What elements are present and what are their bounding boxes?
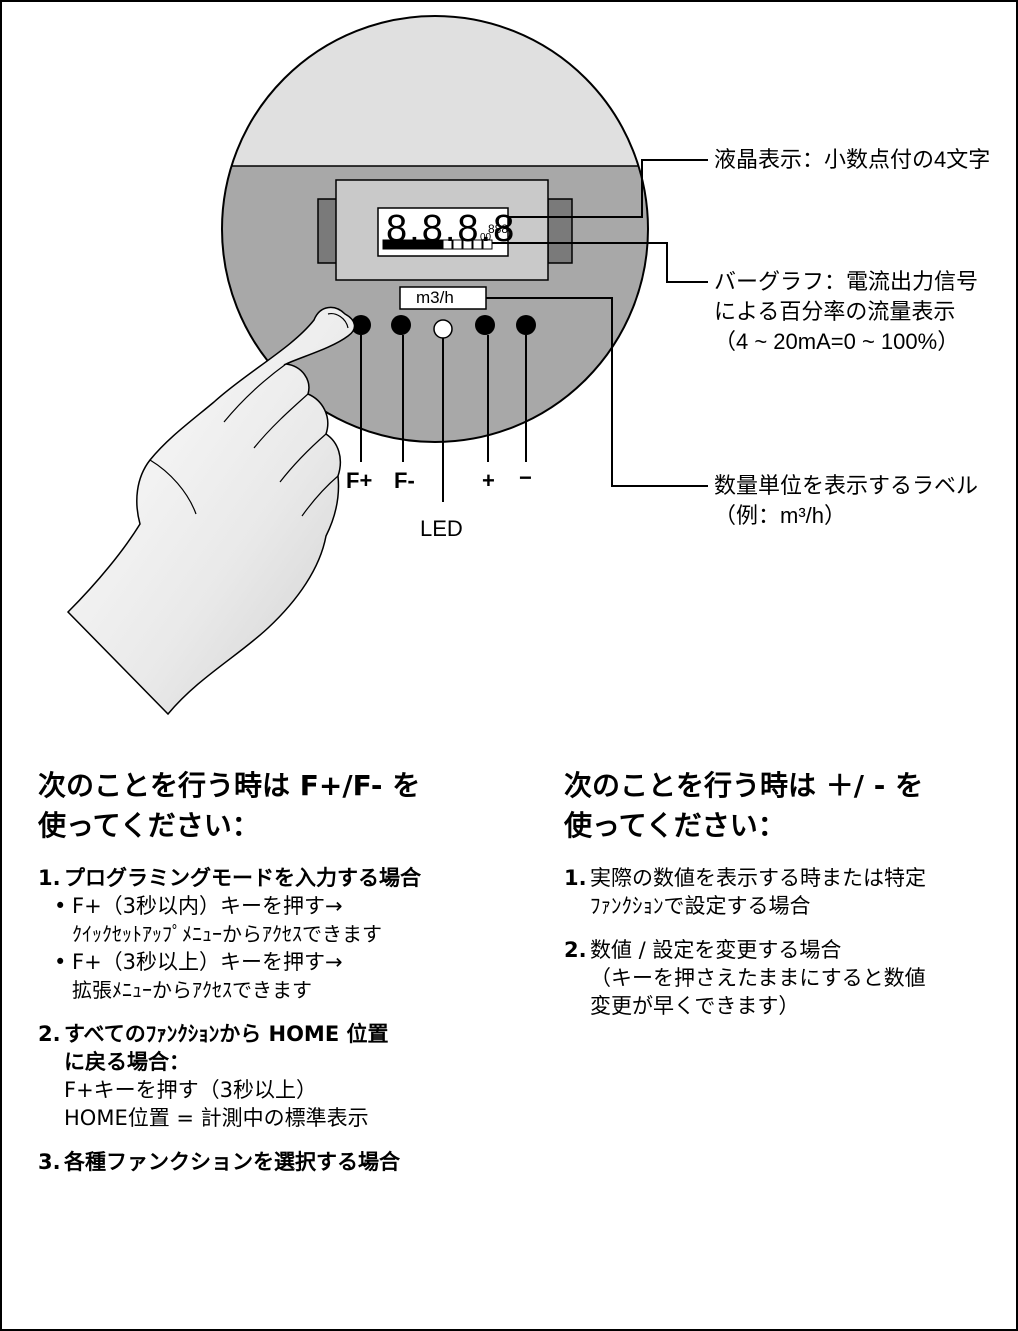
bargraph-segment (422, 239, 433, 250)
right-heading-line1: 次のことを行う時は ＋/ - を (564, 769, 924, 802)
lcd-small-digits: 888 (488, 222, 509, 236)
lcd-callout: 液晶表示：小数点付の4文字 (714, 147, 991, 172)
minus-button[interactable] (516, 315, 536, 335)
bargraph-segment (382, 239, 393, 250)
lcd-bargraph (382, 239, 493, 250)
bargraph-callout-line2: による百分率の流量表示 (714, 299, 956, 324)
item-body-line: （キーを押さえたままにすると数値 (590, 966, 926, 990)
lcd-digits: 8.8.8.8 (386, 208, 517, 250)
bargraph-callout-line1: バーグラフ：電流出力信号 (714, 269, 979, 294)
item-title: 1.プログラミングモードを入力する場合 (38, 864, 508, 892)
callout-lines (486, 159, 708, 487)
item-line: 実際の数値を表示する時または特定 (590, 866, 926, 890)
device-figure: 8.8.8.8 888 00 m3/h F+ F- + − LED 液晶表示：小… (2, 2, 1016, 732)
list-item: 2.すべてのﾌｧﾝｸｼｮﾝから HOME 位置 に戻る場合： F+キーを押す（3… (38, 1020, 508, 1132)
item-line: 数値 / 設定を変更する場合 (590, 938, 842, 962)
plus-label: + (482, 468, 495, 493)
bargraph-segment (442, 239, 453, 250)
f-plus-button[interactable] (351, 315, 371, 335)
item-number: 2. (38, 1022, 61, 1046)
right-heading-line2: 使ってください： (564, 809, 786, 842)
item-number: 1. (564, 866, 587, 890)
item-title-text: 各種ファンクションを選択する場合 (64, 1150, 400, 1174)
item-title: 2.すべてのﾌｧﾝｸｼｮﾝから HOME 位置 (38, 1020, 508, 1048)
f-minus-label: F- (394, 468, 415, 493)
unit-label: m3/h (416, 288, 454, 307)
item-title: 1.実際の数値を表示する時または特定 (564, 864, 1014, 892)
list-item: 1.実際の数値を表示する時または特定 ﾌｧﾝｸｼｮﾝで設定する場合 (564, 864, 1014, 920)
left-heading-line2: 使ってください： (38, 809, 260, 842)
item-body-line: ﾌｧﾝｸｼｮﾝで設定する場合 (590, 894, 811, 918)
right-side-block (547, 198, 573, 264)
label-callout-line2: （例：m³/h） (714, 503, 847, 528)
item-number: 3. (38, 1150, 61, 1174)
bullet-text: F+（3秒以上）キーを押す→ (72, 950, 343, 974)
bargraph-segment (462, 239, 473, 250)
button-leader-lines (360, 335, 527, 502)
led-indicator (433, 319, 453, 339)
right-heading: 次のことを行う時は ＋/ - を 使ってください： (564, 766, 1014, 846)
item-number: 2. (564, 938, 587, 962)
item-body-line: F+キーを押す（3秒以上） (64, 1078, 318, 1102)
right-instructions: 次のことを行う時は ＋/ - を 使ってください： 1.実際の数値を表示する時ま… (564, 766, 1014, 1036)
list-item: 3.各種ファンクションを選択する場合 (38, 1148, 508, 1176)
f-minus-button[interactable] (391, 315, 411, 335)
bargraph-segment (412, 239, 423, 250)
left-list: 1.プログラミングモードを入力する場合 •F+（3秒以内）キーを押す→ ｸｲｯｸ… (38, 864, 508, 1176)
bullet-sub: 拡張ﾒﾆｭｰからｱｸｾｽできます (72, 978, 312, 1002)
item-body-line: HOME位置 = 計測中の標準表示 (64, 1106, 369, 1130)
right-list: 1.実際の数値を表示する時または特定 ﾌｧﾝｸｼｮﾝで設定する場合 2.数値 /… (564, 864, 1014, 1020)
left-heading-line1: 次のことを行う時は F+/F- を (38, 769, 421, 802)
f-plus-label: F+ (346, 468, 373, 493)
label-callout-line1: 数量単位を表示するラベル (714, 473, 979, 498)
hand-illustration (66, 306, 356, 716)
item-body-line: 変更が早くできます） (590, 994, 800, 1018)
lcd-small-digits-2: 00 (480, 232, 492, 243)
bullet-item: •F+（3秒以上）キーを押す→ (54, 950, 343, 974)
item-title: 2.数値 / 設定を変更する場合 (564, 936, 1014, 964)
bargraph-callout-line3: （4 ~ 20mA=0 ~ 100%） (714, 329, 960, 354)
bullet-text: F+（3秒以内）キーを押す→ (72, 894, 343, 918)
item-title-cont: に戻る場合： (64, 1050, 190, 1074)
plus-button[interactable] (475, 315, 495, 335)
item-title: 3.各種ファンクションを選択する場合 (38, 1148, 508, 1176)
item-number: 1. (38, 866, 61, 890)
item-title-text: すべてのﾌｧﾝｸｼｮﾝから HOME 位置 (64, 1022, 389, 1046)
list-item: 1.プログラミングモードを入力する場合 •F+（3秒以内）キーを押す→ ｸｲｯｸ… (38, 864, 508, 1004)
bullet-item: •F+（3秒以内）キーを押す→ (54, 894, 343, 918)
left-heading: 次のことを行う時は F+/F- を 使ってください： (38, 766, 508, 846)
minus-label: − (519, 465, 532, 490)
bullet-sub: ｸｲｯｸｾｯﾄｱｯﾌﾟﾒﾆｭｰからｱｸｾｽできます (72, 922, 382, 946)
bargraph-segment (402, 239, 413, 250)
bargraph-segment (432, 239, 443, 250)
left-instructions: 次のことを行う時は F+/F- を 使ってください： 1.プログラミングモードを… (38, 766, 508, 1192)
item-title-text: プログラミングモードを入力する場合 (64, 866, 421, 890)
bargraph-segment (392, 239, 403, 250)
led-label: LED (420, 516, 463, 541)
bargraph-segment (482, 239, 493, 250)
list-item: 2.数値 / 設定を変更する場合 （キーを押さえたままにすると数値 変更が早くで… (564, 936, 1014, 1020)
bargraph-segment (472, 239, 483, 250)
bargraph-segment (452, 239, 463, 250)
device-illustration (66, 15, 708, 716)
